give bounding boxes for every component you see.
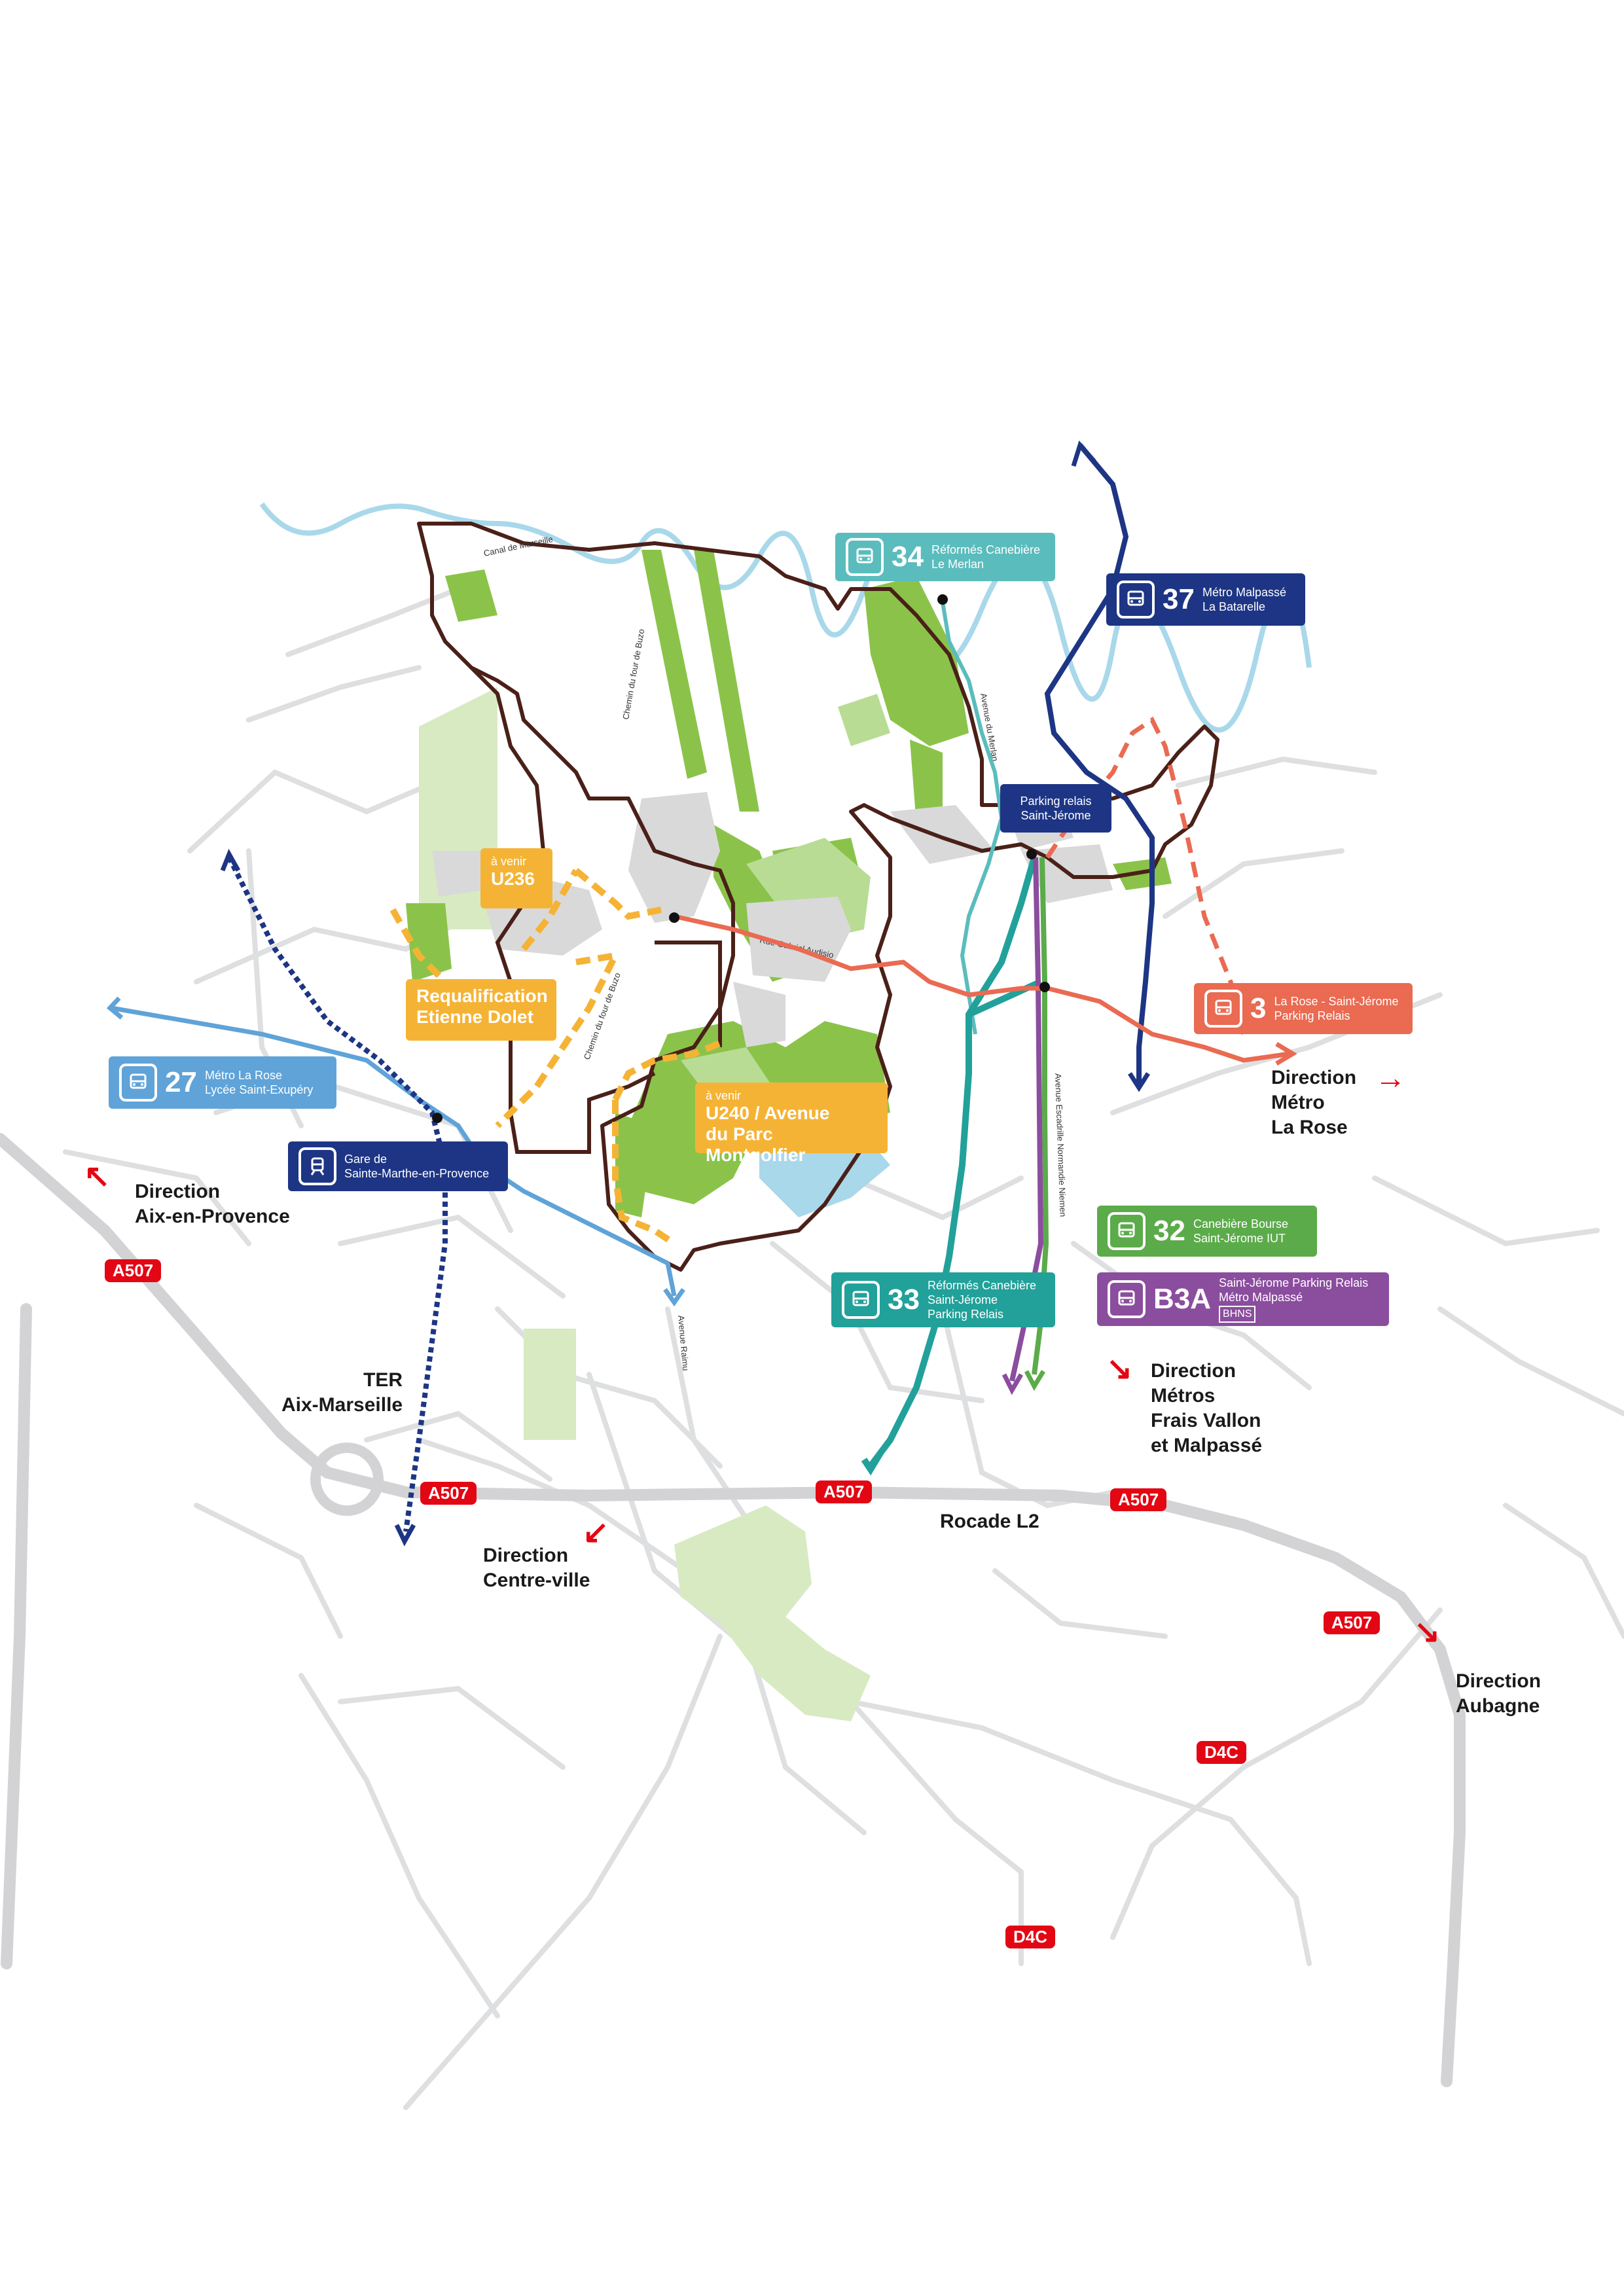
bus-line-32 (1032, 857, 1049, 1375)
street-label-buzo-1: Chemin du four de Buzo (621, 628, 646, 721)
bus-icon (846, 538, 884, 576)
train-icon (298, 1147, 336, 1185)
road-badge-a507: A507 (1324, 1611, 1380, 1634)
district-perimeter-mid (655, 941, 722, 1047)
park-south (674, 1505, 871, 1721)
bus-icon (842, 1281, 880, 1319)
bus-terminus-2: Parking Relais (1274, 1009, 1350, 1022)
roundabout (310, 1443, 384, 1516)
bus-icon (1204, 990, 1242, 1028)
street-label-raimu: Avenue Raimu (676, 1315, 691, 1371)
bus-terminus-1: Canebière Bourse (1193, 1217, 1289, 1230)
arrow-down-right-icon: ↘ (1106, 1352, 1133, 1386)
project-status: à venir (491, 855, 527, 868)
bus-terminus-1: Métro Malpassé (1202, 586, 1287, 599)
arrow-down-right-icon: ↘ (1414, 1615, 1441, 1649)
project-title-1: U240 / Avenue (706, 1103, 830, 1123)
station-line-2: Sainte-Marthe-en-Provence (344, 1167, 490, 1180)
bus-number: 3 (1250, 992, 1267, 1024)
bus-terminus-1: Réformés Canebière (927, 1279, 1037, 1292)
bus-number: 32 (1153, 1215, 1185, 1247)
bus-number: 27 (165, 1066, 197, 1098)
bus-line-37 (1044, 443, 1155, 1086)
bus-terminus-3: Parking Relais (927, 1308, 1004, 1321)
bhns-badge: BHNS (1219, 1306, 1256, 1323)
bus-terminus-1: Métro La Rose (204, 1069, 283, 1082)
park-mid (524, 1329, 576, 1440)
arrow-down-left-icon: ↙ (583, 1515, 609, 1550)
bus-number: B3A (1153, 1283, 1212, 1315)
project-title-2: Etienne Dolet (416, 1007, 533, 1027)
bus-terminus-2: Lycée Saint-Exupéry (204, 1083, 314, 1096)
bus-icon (119, 1064, 157, 1102)
road-badge-a507: A507 (420, 1482, 477, 1505)
project-etienne-dolet[interactable]: Requalification Etienne Dolet (406, 979, 556, 1041)
road-badge-a507: A507 (1110, 1488, 1167, 1511)
road-badge-d4c: D4C (1197, 1741, 1247, 1764)
arrow-up-left-icon: ↖ (84, 1159, 111, 1194)
project-u236[interactable]: à venir U236 (480, 848, 552, 908)
bus-number: 33 (888, 1283, 920, 1316)
bus-icon (1117, 581, 1155, 619)
project-title-2: du Parc Montgolfier (706, 1124, 806, 1165)
bus-terminus-2: Saint-Jérome (927, 1293, 998, 1306)
project-title: U236 (491, 869, 535, 889)
bus-number: 34 (892, 541, 924, 573)
bus-card-34[interactable]: 34 Réformés Canebière Le Merlan (835, 533, 1055, 581)
bus-icon (1108, 1212, 1146, 1250)
road-badge-a507: A507 (105, 1259, 162, 1282)
district-perimeter-west (469, 666, 656, 1154)
road-badge-a507: A507 (816, 1480, 873, 1503)
bus-icon (1108, 1280, 1146, 1318)
road-badge-d4c: D4C (1005, 1926, 1056, 1948)
line-arrowheads (106, 440, 1297, 1547)
arrow-right-icon: → (1375, 1061, 1406, 1096)
station-line-1: Gare de (344, 1153, 388, 1166)
street-label-escadrille: Avenue Escadrille Normandie Niemen (1053, 1073, 1068, 1217)
project-title-1: Requalification (416, 986, 548, 1006)
bus-terminus-2: La Batarelle (1202, 600, 1266, 613)
district-perimeter (417, 522, 1219, 1272)
project-status: à venir (706, 1089, 742, 1102)
street-network (63, 586, 1624, 2110)
bus-terminus-2: Métro Malpassé (1219, 1291, 1303, 1304)
rocade-label: Rocade L2 (940, 1511, 1039, 1532)
stop-markers (432, 594, 1050, 1123)
station-line-1: Parking relais (1020, 795, 1092, 808)
project-u240[interactable]: à venir U240 / Avenue du Parc Montgolfie… (695, 1083, 888, 1165)
station-line-2: Saint-Jérome (1020, 809, 1091, 822)
bus-terminus-1: Réformés Canebière (931, 543, 1041, 556)
bus-terminus-1: Saint-Jérome Parking Relais (1219, 1276, 1369, 1289)
bus-terminus-1: La Rose - Saint-Jérome (1274, 995, 1399, 1008)
bus-terminus-2: Le Merlan (931, 558, 984, 571)
ter-line (226, 856, 448, 1532)
bus-terminus-2: Saint-Jérome IUT (1193, 1232, 1286, 1245)
bus-number: 37 (1163, 583, 1195, 615)
